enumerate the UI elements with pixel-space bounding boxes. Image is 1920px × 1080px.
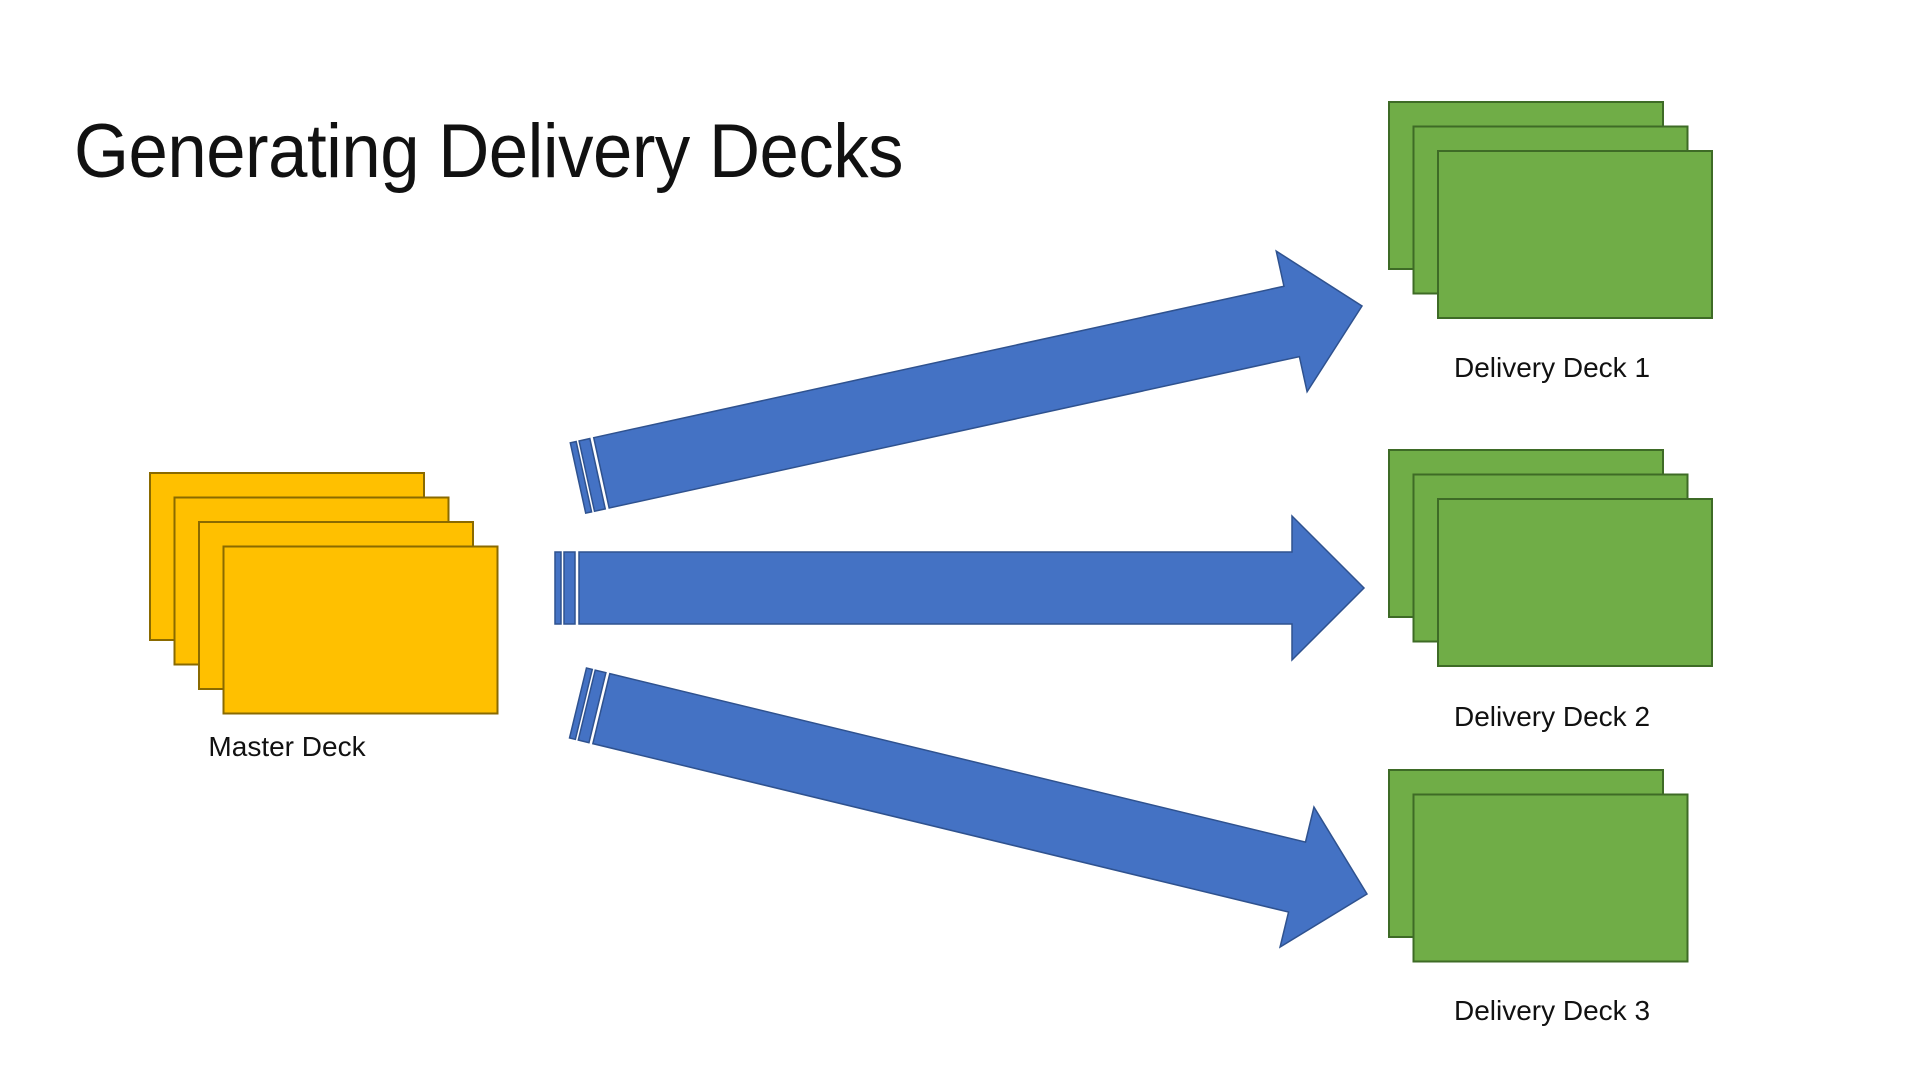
arrow-to-deck-3 <box>568 667 1369 949</box>
delivery-deck-1-card-3[interactable] <box>1437 150 1713 319</box>
master-deck-label: Master Deck <box>208 731 366 762</box>
delivery-deck-3[interactable] <box>1388 769 1689 963</box>
delivery-deck-1-label: Delivery Deck 1 <box>1453 352 1651 383</box>
delivery-deck-2-card-3[interactable] <box>1437 498 1713 667</box>
delivery-deck-2[interactable] <box>1388 449 1713 667</box>
arrow-to-deck-2 <box>554 514 1366 662</box>
arrow-to-deck-1-stripe-1 <box>569 440 593 515</box>
delivery-deck-2-label: Delivery Deck 2 <box>1453 701 1651 732</box>
arrows <box>554 249 1369 949</box>
delivery-deck-3-label: Delivery Deck 3 <box>1453 995 1651 1026</box>
arrow-to-deck-1-body <box>592 249 1364 509</box>
arrow-to-deck-2-stripe-2 <box>563 551 576 625</box>
arrow-to-deck-3-stripe-2 <box>577 669 607 744</box>
master-deck-card-4[interactable] <box>222 545 499 715</box>
arrow-to-deck-2-stripe-1 <box>554 551 562 625</box>
arrow-to-deck-1-stripe-2 <box>578 437 607 513</box>
delivery-deck-3-card-2[interactable] <box>1412 793 1689 963</box>
arrow-to-deck-1 <box>569 249 1364 515</box>
arrow-to-deck-3-body <box>591 672 1369 949</box>
arrow-to-deck-2-body <box>578 514 1366 662</box>
delivery-deck-1[interactable] <box>1388 101 1713 319</box>
arrow-to-deck-3-stripe-1 <box>568 667 594 741</box>
slide-title: Generating Delivery Decks <box>74 109 904 194</box>
master-deck[interactable] <box>149 472 499 715</box>
